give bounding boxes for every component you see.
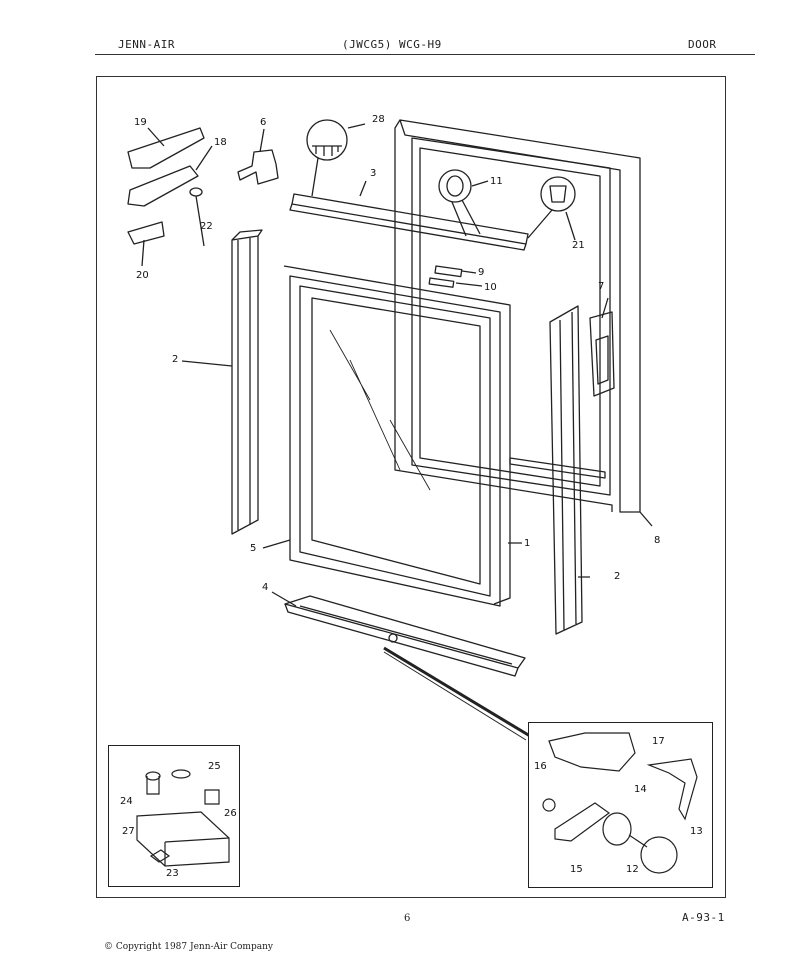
callout-8: 8 [654, 535, 661, 546]
outer-door-panel [394, 119, 641, 513]
callout-25: 25 [208, 761, 221, 772]
right-trim [549, 305, 583, 635]
callout-17: 17 [652, 736, 665, 747]
callout-24: 24 [120, 796, 133, 807]
callout-2-left: 2 [172, 354, 179, 365]
callout-22: 22 [200, 221, 213, 232]
lock-art [542, 732, 698, 874]
page-number: 6 [404, 913, 411, 924]
bottom-hinge-inset [108, 745, 240, 887]
callout-5: 5 [250, 543, 257, 554]
hinge-cover [127, 127, 205, 169]
callout-11: 11 [490, 176, 503, 187]
callout-2-right: 2 [614, 571, 621, 582]
header-rule [95, 54, 755, 55]
glass-door-frame [283, 265, 511, 607]
header-section: DOOR [688, 38, 717, 51]
callout-28: 28 [372, 114, 385, 125]
diagram-frame [96, 76, 726, 898]
callout-18: 18 [214, 137, 227, 148]
lock-inset [528, 722, 713, 888]
callout-20: 20 [136, 270, 149, 281]
callout-7: 7 [598, 281, 605, 292]
callout-14: 14 [634, 784, 647, 795]
callout-19: 19 [134, 117, 147, 128]
top-bracket [237, 149, 279, 185]
callout-9: 9 [478, 267, 485, 278]
callout-12: 12 [626, 864, 639, 875]
callout-13: 13 [690, 826, 703, 837]
left-trim [231, 229, 263, 535]
callout-10: 10 [484, 282, 497, 293]
doc-code: A-93-1 [682, 911, 725, 924]
callout-4: 4 [262, 582, 269, 593]
callout-23: 23 [166, 868, 179, 879]
callout-3: 3 [370, 168, 377, 179]
callout-26: 26 [224, 808, 237, 819]
callout-21: 21 [572, 240, 585, 251]
door-handle [589, 311, 615, 397]
callout-6: 6 [260, 117, 267, 128]
callout-15: 15 [570, 864, 583, 875]
top-channel [289, 193, 529, 251]
callout-16: 16 [534, 761, 547, 772]
copyright: © Copyright 1987 Jenn-Air Company [104, 942, 273, 952]
hinge-plate [127, 221, 165, 245]
callout-27: 27 [122, 826, 135, 837]
bottom-hinge-art [136, 769, 230, 867]
header-brand: JENN-AIR [118, 38, 175, 51]
bottom-channel [284, 595, 526, 677]
header-model: (JWCG5) WCG-H9 [342, 38, 442, 51]
hinge-bracket [127, 165, 199, 207]
callout-1: 1 [524, 538, 531, 549]
